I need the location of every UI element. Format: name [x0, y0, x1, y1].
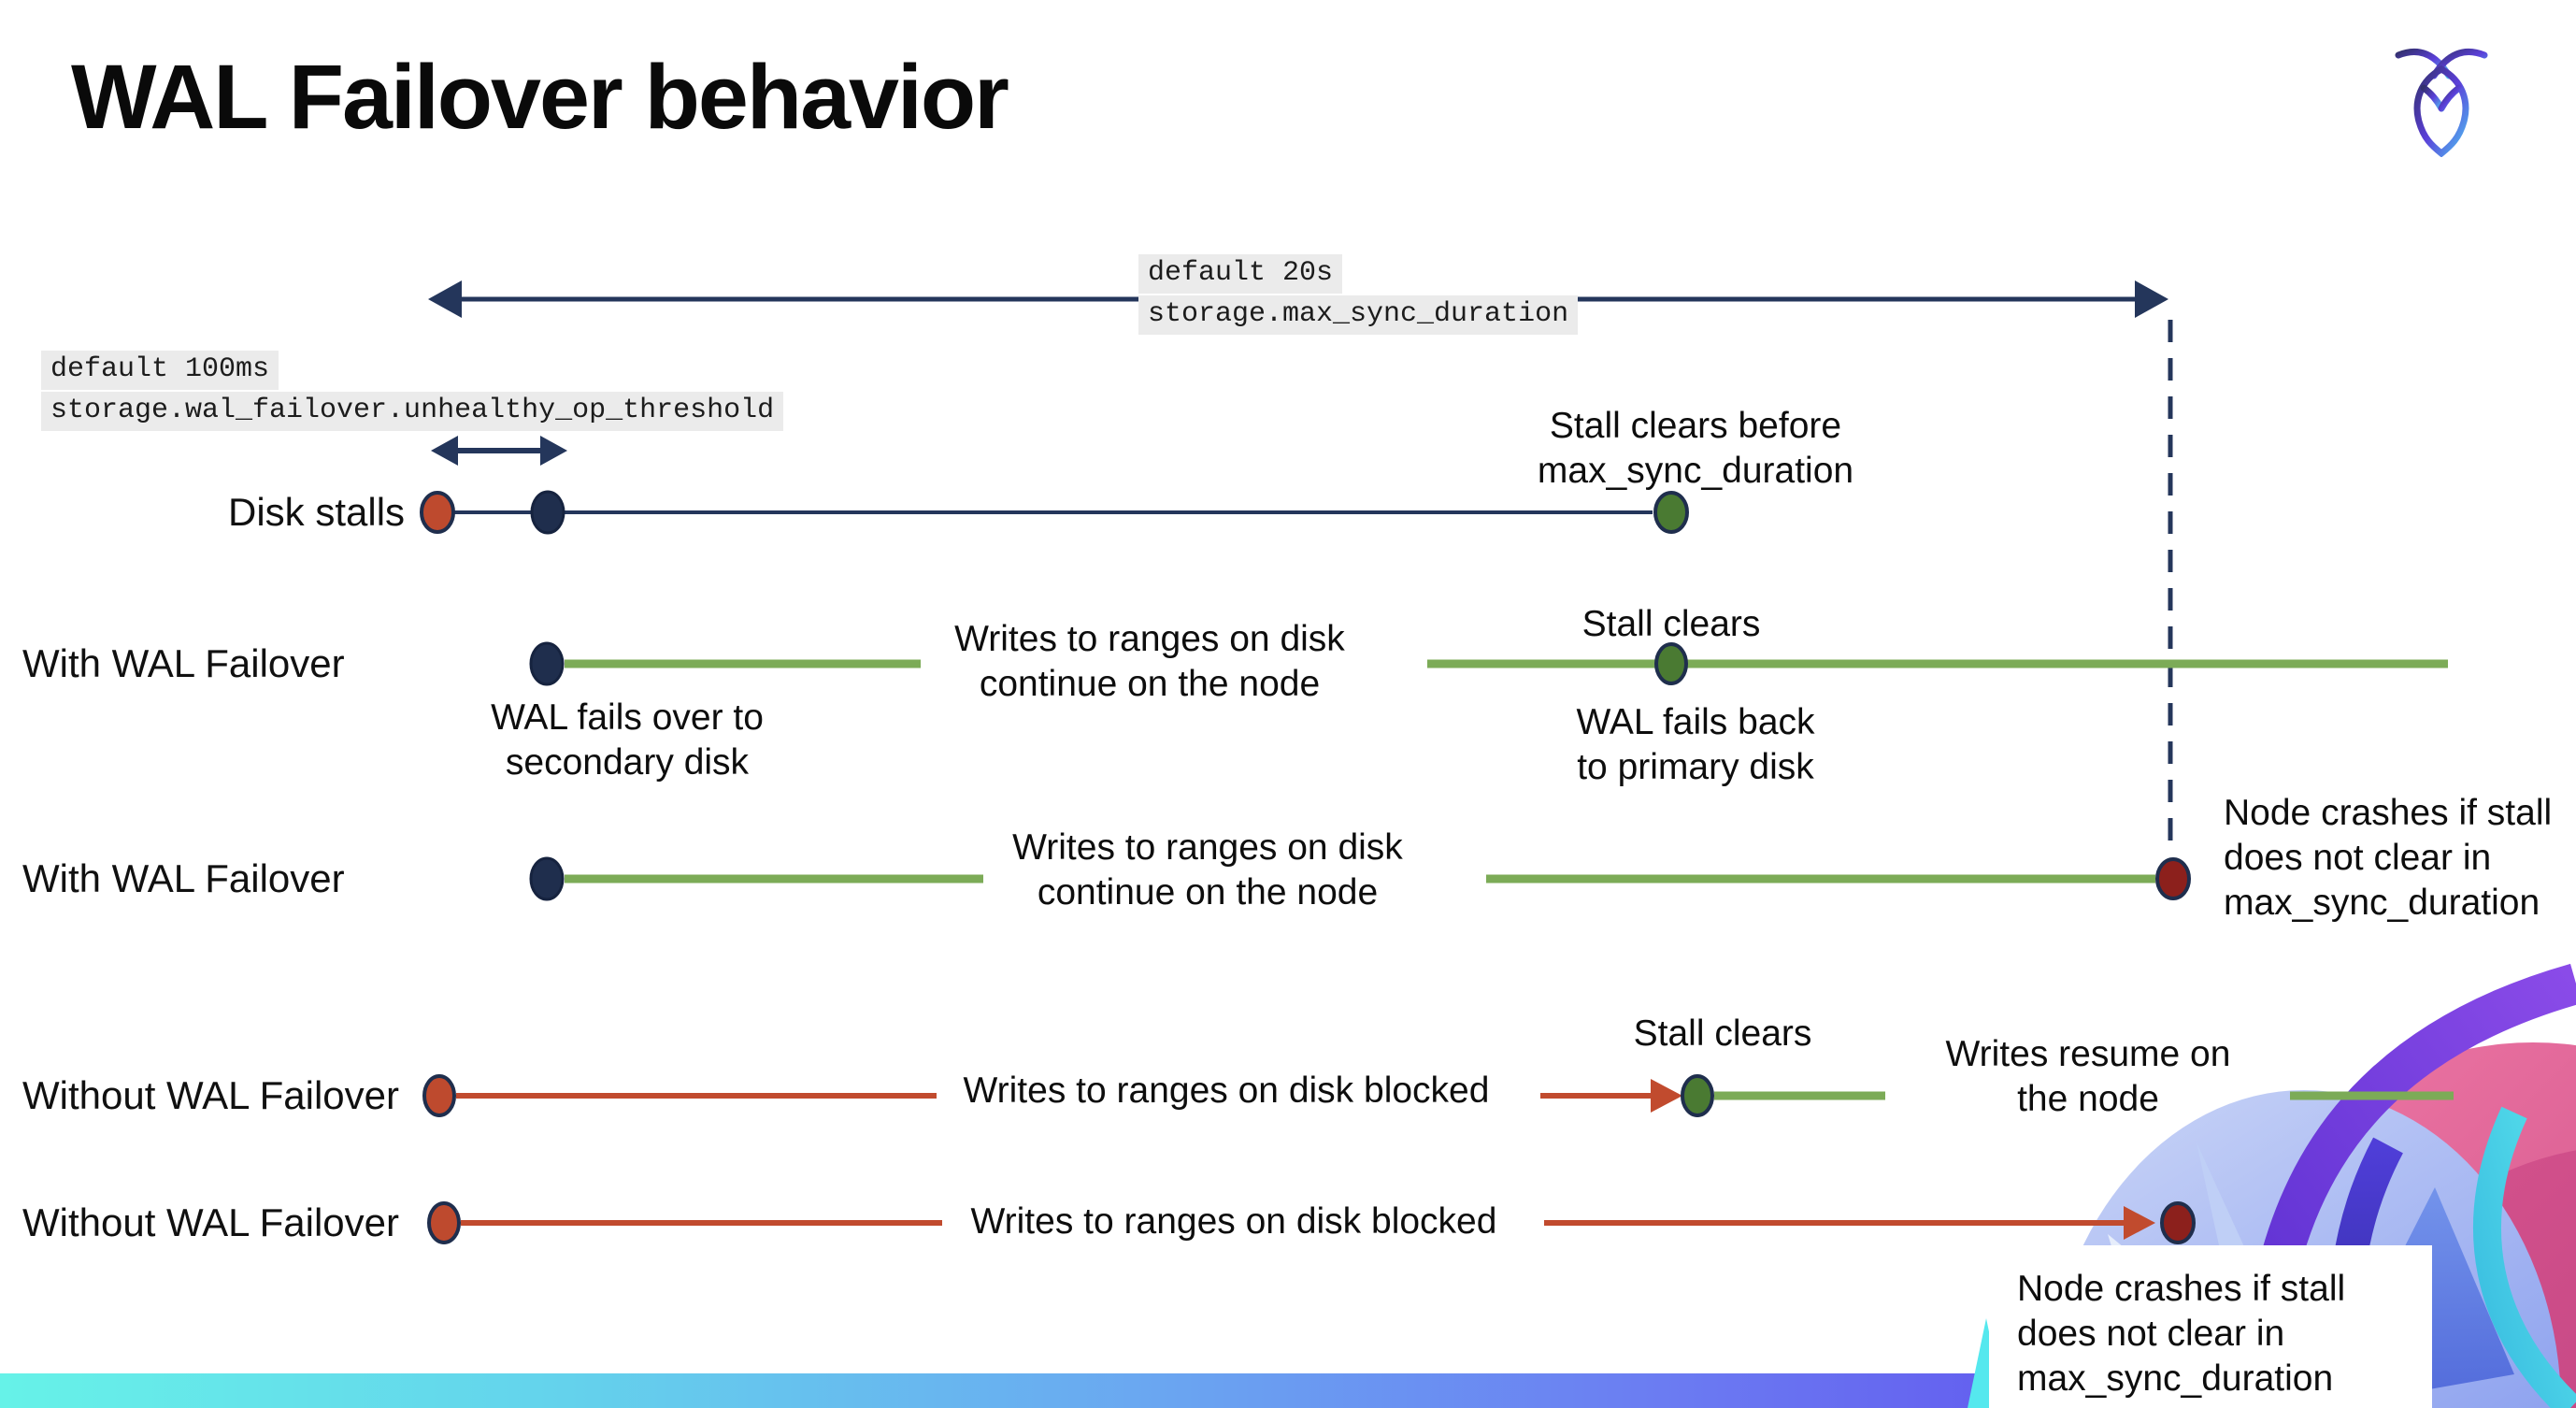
- cockroachdb-logo-icon: [2395, 48, 2488, 157]
- row-label-with-wal-failover-1: With WAL Failover: [22, 641, 345, 685]
- unhealthy-op-threshold-setting-label: default 100ms storage.wal_failover.unhea…: [41, 351, 784, 433]
- red-arrow-head-row3: [1651, 1079, 1682, 1113]
- annotation-writes-blocked-1: Writes to ranges on disk blocked: [963, 1070, 1490, 1111]
- threshold-reached-dot: [530, 490, 565, 535]
- annotation-writes-continue-2: Writes to ranges on disk continue on the…: [1012, 827, 1403, 912]
- row-label-with-wal-failover-2: With WAL Failover: [22, 856, 345, 900]
- stall-clears-dot-row3: [1681, 1074, 1714, 1117]
- row-label-disk-stalls: Disk stalls: [228, 490, 406, 534]
- annotation-node-crashes-1: Node crashes if stall does not clear in …: [2224, 793, 2553, 923]
- annotation-writes-resume: Writes resume on the node: [1945, 1034, 2231, 1119]
- logo-branch-left: [2420, 84, 2445, 112]
- page-title: WAL Failover behavior: [71, 46, 1009, 148]
- stall-clears-dot-row1: [1654, 642, 1688, 685]
- stall-clears-dot-top: [1653, 491, 1689, 534]
- setting-default-value: default 20s: [1138, 254, 1343, 294]
- setting-name: storage.wal_failover.unhealthy_op_thresh…: [41, 392, 784, 431]
- small-arrow-head-left: [431, 436, 458, 466]
- setting-default-value: default 100ms: [41, 351, 279, 390]
- row-label-without-wal-failover-2: Without WAL Failover: [22, 1200, 399, 1244]
- node-crash-dot-row2: [2155, 857, 2191, 900]
- row-label-without-wal-failover-1: Without WAL Failover: [22, 1073, 399, 1117]
- annotation-wal-fails-over: WAL fails over to secondary disk: [491, 697, 764, 783]
- arrow-head-left: [428, 280, 462, 318]
- node-crash-dot-row4: [2160, 1201, 2196, 1244]
- disk-stall-start-dot: [420, 491, 455, 534]
- failover-dot-2: [529, 856, 565, 901]
- setting-name: storage.max_sync_duration: [1138, 295, 1579, 335]
- stall-start-dot-row3: [422, 1074, 456, 1117]
- small-arrow-head-right: [540, 436, 567, 466]
- max-sync-duration-setting-label: default 20s storage.max_sync_duration: [1138, 254, 1579, 337]
- annotation-stall-clears-1: Stall clears: [1581, 604, 1761, 644]
- logo-branch-right: [2438, 84, 2463, 112]
- red-arrow-head-row4: [2124, 1206, 2155, 1240]
- art-cyan-arc: [2473, 1106, 2576, 1408]
- annotation-stall-clears-before: Stall clears before max_sync_duration: [1537, 406, 1854, 491]
- annotation-wal-fails-back: WAL fails back to primary disk: [1576, 702, 1815, 787]
- annotation-writes-continue-1: Writes to ranges on disk continue on the…: [954, 619, 1345, 704]
- annotation-node-crashes-2: Node crashes if stall does not clear in …: [2017, 1269, 2346, 1399]
- annotation-writes-blocked-2: Writes to ranges on disk blocked: [970, 1201, 1497, 1242]
- stall-start-dot-row4: [427, 1201, 461, 1244]
- failover-dot-1: [529, 641, 565, 686]
- arrow-head-right: [2135, 280, 2168, 318]
- annotation-stall-clears-2: Stall clears: [1633, 1013, 1812, 1054]
